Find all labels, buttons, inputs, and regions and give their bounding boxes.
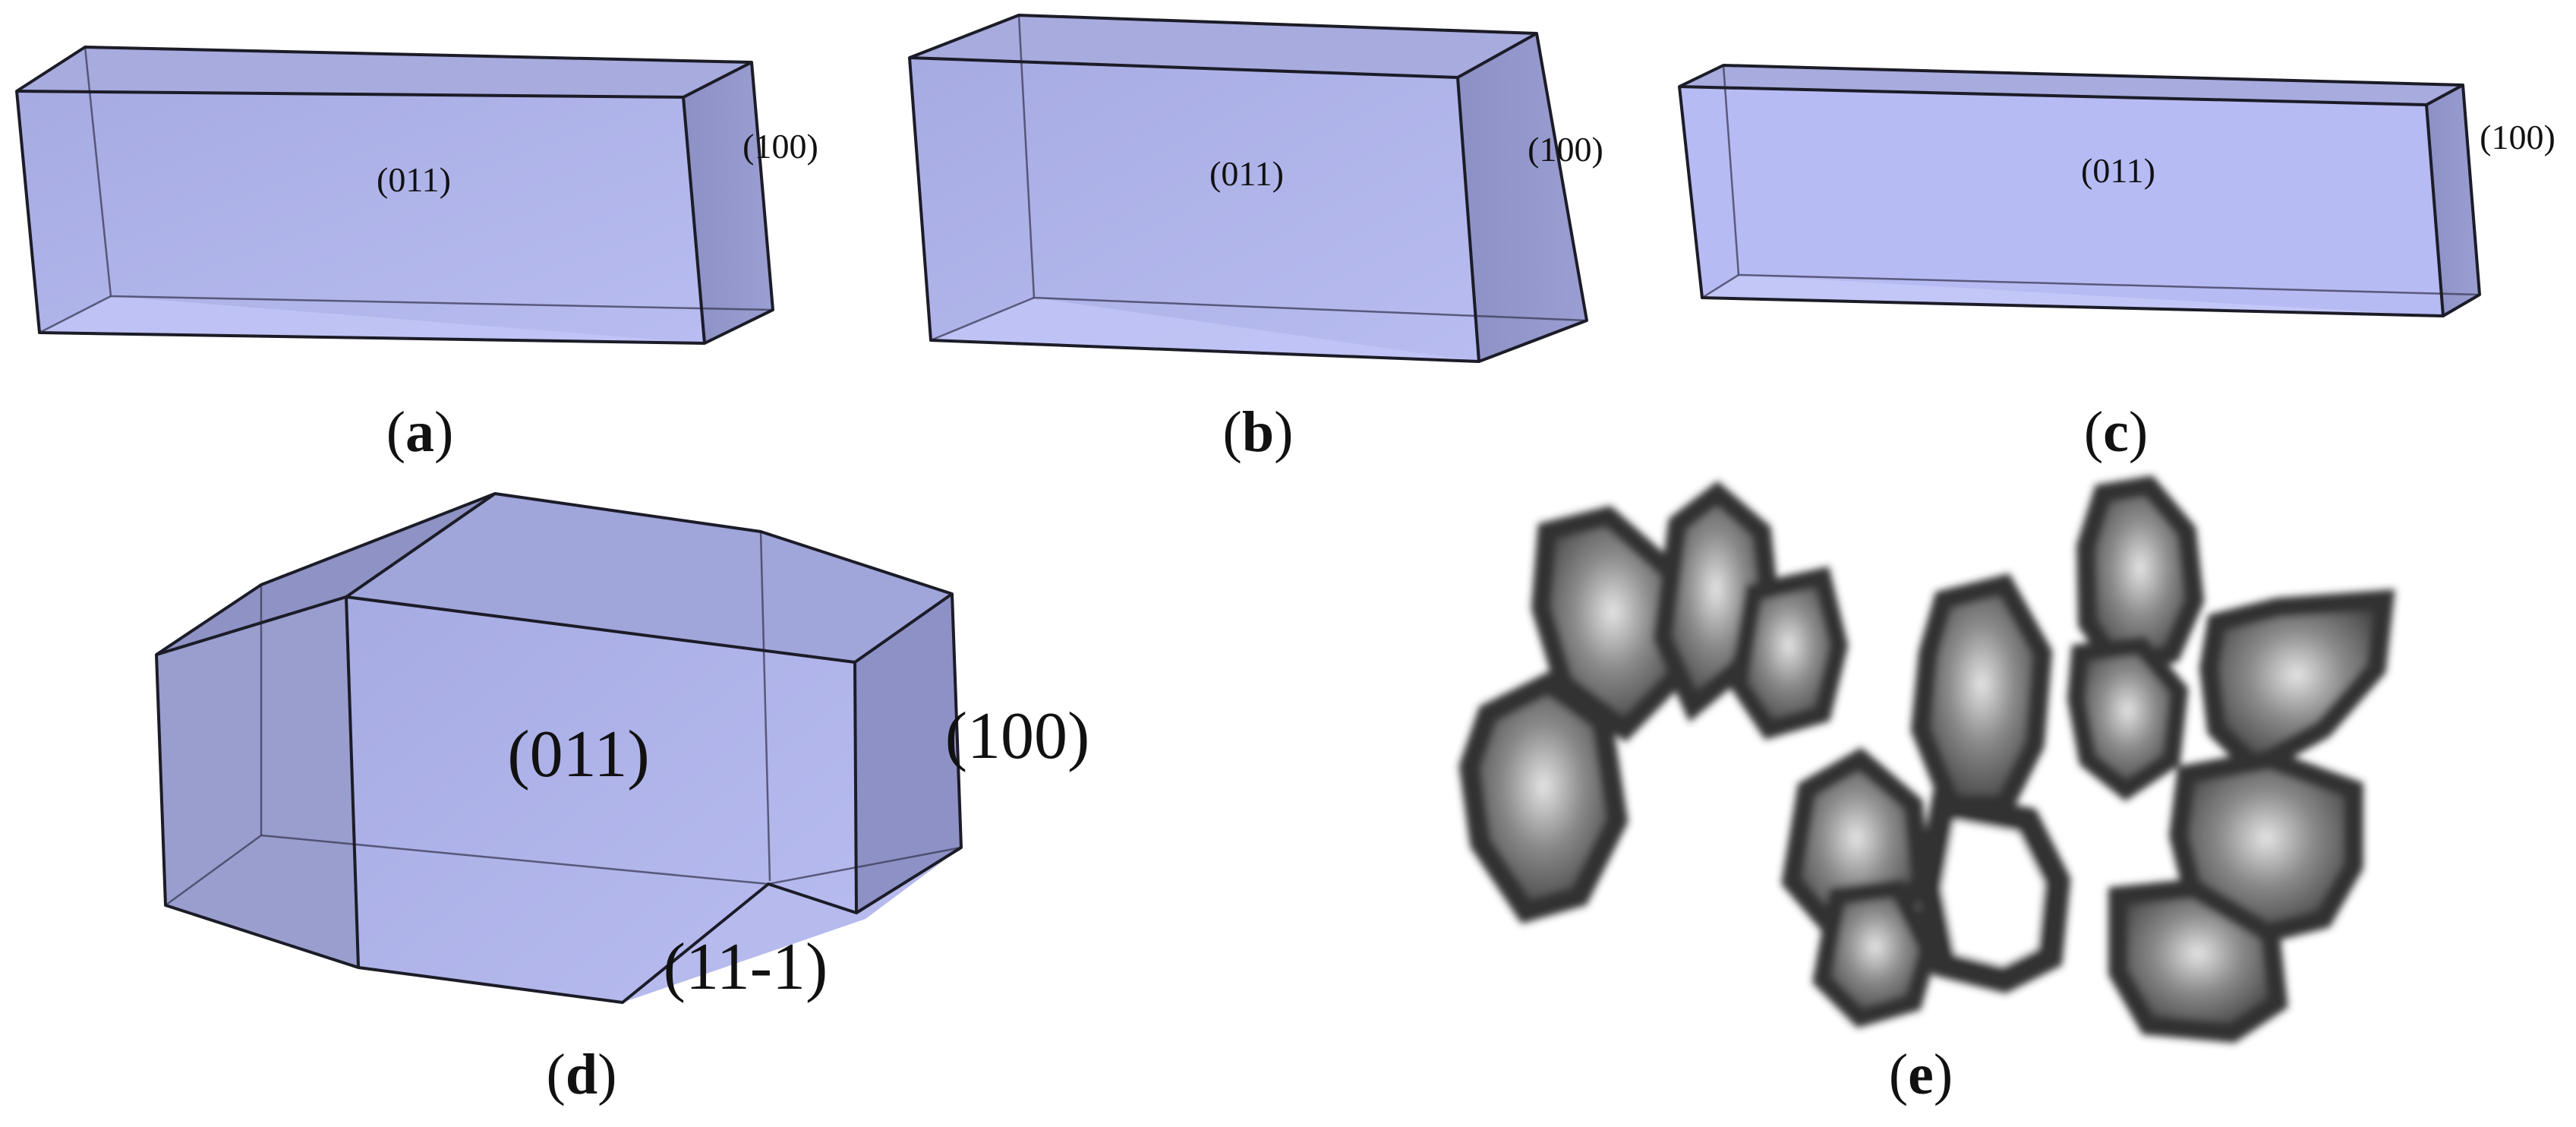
outline: [1678, 64, 2481, 317]
bottom-shading: [39, 296, 705, 343]
top-face: [17, 47, 752, 97]
hidden-edge: [759, 531, 771, 882]
front-edges: [156, 592, 954, 664]
front-left-edge: [345, 596, 360, 968]
face-label-11-1: (11-1): [664, 930, 828, 1004]
crystal-grain-7: [2067, 636, 2189, 801]
outline: [15, 46, 774, 345]
face-label-011: (011): [507, 718, 649, 791]
face-label-011: (011): [2081, 151, 2155, 190]
outline: [908, 14, 1588, 363]
crystal-grain-10: [2108, 878, 2288, 1043]
panel-caption-b: (b): [1223, 400, 1294, 464]
panel-caption-a: (a): [386, 400, 454, 464]
crystal-polyhedron-d: [155, 492, 963, 1004]
outline: [155, 492, 963, 1004]
crystal-grain-3: [1729, 566, 1849, 740]
bottom-face: [623, 848, 961, 1002]
top-face: [346, 494, 952, 662]
panel-a: (011) (100) (a): [15, 46, 818, 464]
front-vertical-edge: [1456, 77, 1480, 362]
side-face: [1458, 33, 1587, 361]
crystal-grain-8: [2199, 589, 2395, 780]
front-face: [346, 597, 856, 1002]
face-label-100: (100): [1528, 130, 1603, 169]
side-face: [683, 62, 773, 343]
crystal-prism-c: [1678, 64, 2481, 317]
bottom-shading: [1702, 275, 2443, 316]
top-edge: [345, 492, 497, 598]
crystal-grain-9: [2168, 749, 2363, 945]
crystal-grain-6: [2076, 475, 2205, 680]
hidden-edge: [39, 295, 112, 334]
crystal-prism-a: [15, 46, 774, 345]
crystal-grain-1: [1531, 505, 1695, 743]
front-face: [17, 91, 705, 343]
crystal-prism-b: [908, 14, 1588, 363]
panel-c: (011) (100) (c): [1678, 64, 2556, 464]
panel-caption-c: (c): [2084, 400, 2148, 464]
face-label-100: (100): [945, 699, 1090, 773]
face-label-100: (100): [2480, 118, 2556, 156]
hidden-edge: [930, 296, 1035, 342]
panel-d: (011) (100) (11-1) (d): [155, 492, 1090, 1106]
crystal-grain-5: [1910, 573, 2053, 815]
crystal-grain-12: [1915, 790, 2071, 994]
panel-caption-e: (e): [1889, 1043, 1953, 1106]
crystal-grain-4: [1458, 671, 1629, 924]
crystal-photo: [1458, 475, 2395, 1043]
front-vertical-edge: [682, 96, 706, 344]
panel-e: (e): [1458, 475, 2395, 1106]
front-right-edge: [853, 661, 858, 914]
right-face: [855, 594, 961, 913]
hidden-edge: [1701, 273, 1739, 299]
crystal-grain-13: [1812, 879, 1938, 1028]
face-label-011: (011): [1209, 154, 1284, 193]
left-top-face: [156, 494, 495, 655]
panel-caption-d: (d): [547, 1043, 617, 1106]
face-label-011: (011): [377, 160, 451, 199]
top-face: [1679, 65, 2463, 105]
front-face: [910, 58, 1479, 361]
face-label-100: (100): [743, 127, 818, 166]
front-vertical-edge: [2425, 104, 2445, 317]
panel-b: (011) (100) (b): [908, 14, 1603, 464]
front-face: [1679, 87, 2443, 316]
